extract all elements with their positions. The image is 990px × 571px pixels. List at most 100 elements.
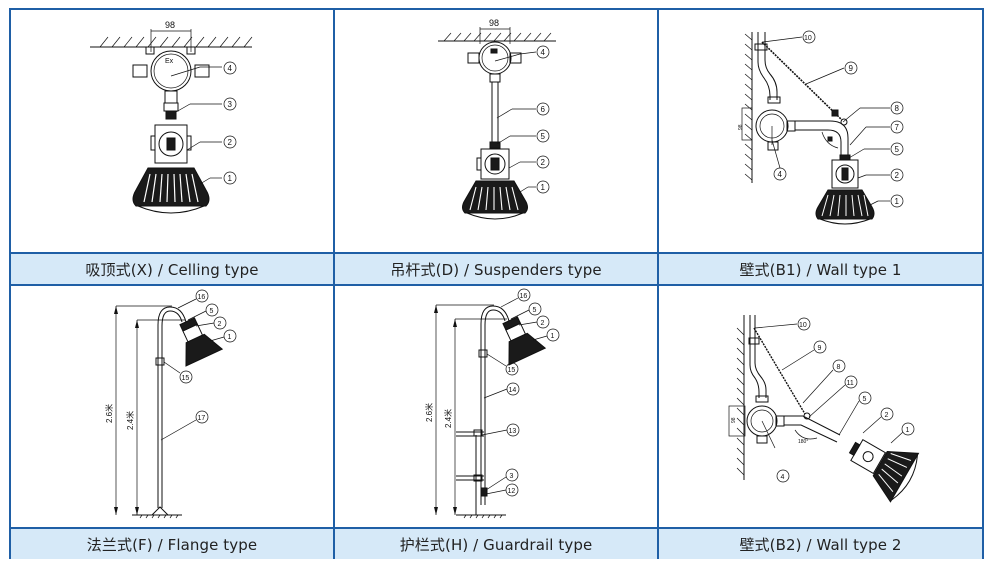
height-dimensions: 2.6米 2.4米 (104, 305, 185, 515)
svg-text:4: 4 (541, 48, 546, 57)
dimension-98: 98 (479, 18, 511, 44)
svg-text:2: 2 (895, 171, 900, 180)
caption-wall-type-1: 壁式(B1) / Wall type 1 (659, 254, 982, 284)
svg-text:2.6米: 2.6米 (104, 404, 114, 423)
callouts: 16 5 2 1 15 17 (160, 289, 237, 441)
lamp-head (502, 316, 547, 366)
svg-text:16: 16 (198, 294, 206, 301)
svg-text:4: 4 (778, 170, 783, 179)
lamp-housing (462, 180, 528, 220)
svg-text:5: 5 (210, 308, 214, 315)
ceiling-hatch (438, 32, 556, 42)
svg-text:1: 1 (906, 427, 910, 434)
svg-text:1: 1 (228, 334, 232, 341)
svg-text:8: 8 (837, 364, 841, 371)
svg-text:5: 5 (533, 307, 537, 314)
driver-box (476, 148, 510, 180)
mounting-types-table: 吸顶式(X) / Celling type 吊杆式(D) / Suspender… (9, 8, 984, 559)
svg-text:180°: 180° (798, 439, 808, 445)
svg-text:11: 11 (847, 380, 854, 387)
svg-text:1: 1 (541, 183, 546, 192)
guardrail-type-drawing: 2.6米 2.4米 16 5 2 1 15 14 13 3 12 (424, 288, 560, 519)
svg-text:5: 5 (541, 132, 546, 141)
svg-text:3: 3 (510, 473, 514, 480)
conduit (748, 315, 769, 403)
svg-text:4: 4 (228, 64, 233, 73)
caption-wall-type-2: 壁式(B2) / Wall type 2 (659, 529, 982, 559)
pole (456, 305, 510, 519)
svg-text:10: 10 (799, 322, 807, 329)
svg-text:1: 1 (551, 333, 555, 340)
svg-text:15: 15 (182, 375, 190, 382)
svg-text:6: 6 (541, 105, 546, 114)
lamp-head (179, 317, 224, 367)
support-chain (761, 41, 848, 126)
svg-text:4: 4 (781, 474, 785, 481)
height-dimensions: 2.6米 2.4米 (424, 304, 507, 515)
column-divider (333, 10, 335, 557)
svg-text:98: 98 (731, 417, 737, 423)
driver-box (150, 124, 192, 164)
suspenders-type-drawing: 98 4 6 5 2 1 (438, 18, 556, 220)
svg-text:5: 5 (895, 145, 900, 154)
driver-box (831, 154, 859, 189)
wall-type-2-drawing: 98 180° 10 9 8 11 5 2 1 4 (728, 315, 920, 503)
svg-text:7: 7 (895, 123, 900, 132)
svg-text:2.4米: 2.4米 (443, 409, 453, 428)
caption-suspenders-type: 吊杆式(D) / Suspenders type (335, 254, 657, 284)
svg-text:3: 3 (228, 100, 233, 109)
svg-text:Ex: Ex (165, 58, 174, 65)
svg-text:12: 12 (508, 488, 516, 495)
guardrail-bars (456, 429, 488, 497)
suspension-rod (489, 81, 501, 149)
junction-box: 98 (738, 107, 796, 151)
row-divider (11, 252, 982, 254)
lamp-housing (132, 167, 210, 214)
svg-text:2: 2 (541, 158, 546, 167)
svg-text:9: 9 (818, 345, 822, 352)
lamp-housing (815, 189, 875, 225)
junction-box: 98 (728, 405, 785, 449)
svg-text:5: 5 (863, 396, 867, 403)
junction-box (467, 41, 522, 83)
svg-text:9: 9 (849, 64, 854, 73)
wall-hatch (736, 315, 745, 480)
dimension-98: 98 (150, 20, 192, 52)
junction-box: Ex (132, 46, 210, 120)
svg-text:10: 10 (804, 35, 812, 42)
svg-text:15: 15 (508, 367, 516, 374)
svg-text:1: 1 (228, 174, 233, 183)
flange-type-drawing: 2.6米 2.4米 16 5 2 1 15 17 (104, 289, 237, 519)
wall-hatch (744, 32, 753, 183)
svg-text:2: 2 (218, 321, 222, 328)
svg-text:2: 2 (541, 320, 545, 327)
bent-arm (795, 120, 849, 155)
callouts: 16 5 2 1 15 14 13 3 12 (481, 288, 560, 497)
svg-text:2.4米: 2.4米 (125, 411, 135, 430)
svg-text:1: 1 (895, 197, 900, 206)
callouts: 10 9 8 7 5 2 1 4 (762, 30, 904, 208)
svg-text:2: 2 (228, 138, 233, 147)
row-divider (11, 527, 982, 529)
wall-type-1-drawing: 98 10 9 8 7 5 2 1 (738, 30, 904, 225)
svg-text:98: 98 (165, 20, 175, 30)
row-divider (11, 284, 982, 286)
svg-text:14: 14 (509, 387, 517, 394)
lamp-head (848, 439, 920, 503)
ceiling-hatch (90, 36, 253, 48)
caption-flange-type: 法兰式(F) / Flange type (11, 529, 333, 559)
svg-text:2.6米: 2.6米 (424, 403, 434, 422)
svg-text:13: 13 (509, 428, 517, 435)
column-divider (657, 10, 659, 557)
svg-text:98: 98 (738, 124, 744, 130)
svg-text:2: 2 (885, 412, 889, 419)
callouts: 4 3 2 1 (175, 61, 237, 185)
callouts: 4 6 5 2 1 (496, 45, 550, 194)
callouts: 10 9 8 11 5 2 1 4 (754, 317, 915, 483)
svg-text:17: 17 (198, 415, 206, 422)
pole (132, 306, 187, 519)
support-chain (753, 327, 811, 420)
svg-text:16: 16 (520, 293, 528, 300)
svg-text:98: 98 (489, 18, 499, 28)
caption-ceiling-type: 吸顶式(X) / Celling type (11, 254, 333, 284)
